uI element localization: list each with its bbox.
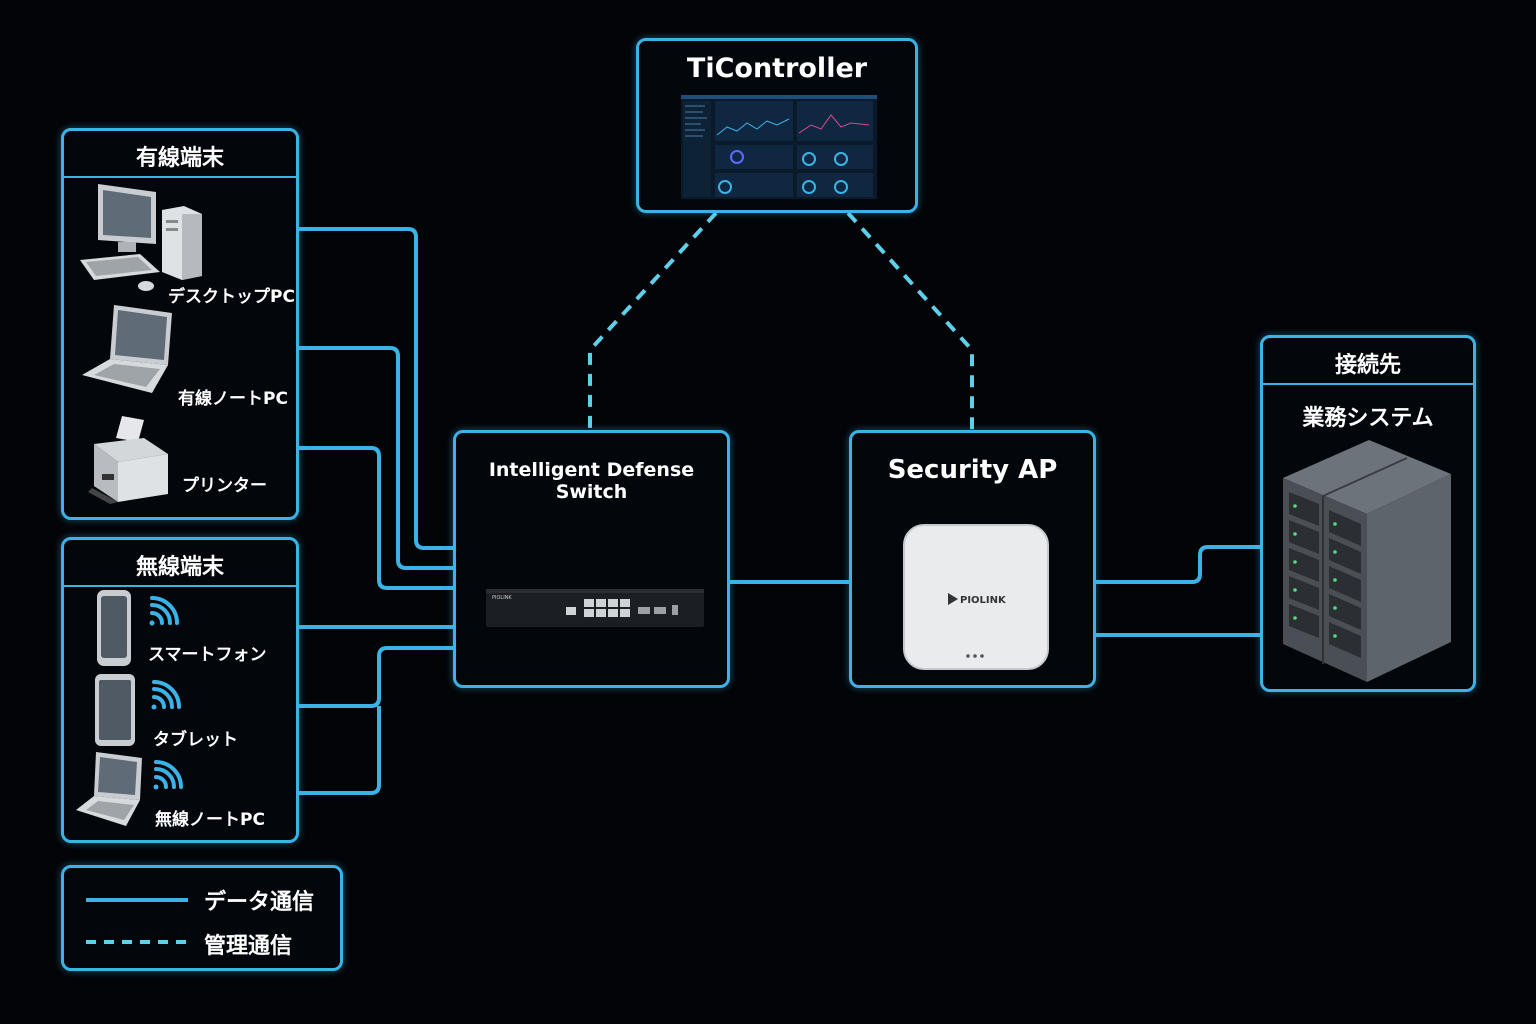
- laptop-icon: [76, 752, 142, 826]
- laptop-icon: [82, 305, 172, 393]
- wireless-header: 無線端末: [64, 540, 296, 587]
- data-line-tablet: [298, 646, 455, 708]
- label-tablet: タブレット: [153, 730, 238, 750]
- data-line-ap-server-1: [1095, 545, 1262, 584]
- dashboard-screenshot-icon: [681, 95, 877, 199]
- mgmt-line-controller-ap: [846, 211, 974, 432]
- wifi-icon: [149, 596, 179, 626]
- label-smartphone: スマートフォン: [148, 645, 267, 665]
- destination-subtitle: 業務システム: [1302, 406, 1434, 431]
- security-ap-panel: Security AP PIOLINK: [849, 430, 1096, 688]
- switch-title: Intelligent Defense Switch: [488, 459, 695, 503]
- ap-brand: PIOLINK: [960, 595, 1007, 606]
- wifi-icon: [153, 760, 183, 790]
- wired-title: 有線端末: [135, 146, 224, 171]
- security-ap-title: Security AP: [887, 455, 1058, 485]
- tablet-icon: [95, 674, 135, 746]
- wireless-title: 無線端末: [135, 555, 224, 580]
- legend-lines: [86, 898, 188, 944]
- mgmt-line-controller-switch: [588, 211, 718, 432]
- wifi-icon: [151, 680, 181, 710]
- smartphone-icon: [97, 590, 131, 666]
- destination-panel: 接続先 業務システム: [1260, 335, 1476, 692]
- printer-icon: [88, 416, 168, 504]
- ticontroller-panel: TiController: [636, 38, 918, 213]
- switch-device-icon: PIOLINK: [486, 589, 704, 627]
- legend-mgmt-label: 管理通信: [204, 934, 293, 959]
- desktop-pc-icon: [80, 184, 202, 291]
- label-wireless-laptop: 無線ノートPC: [155, 810, 265, 830]
- legend-panel: データ通信 管理通信: [61, 865, 343, 971]
- data-line-wired-laptop: [298, 346, 455, 570]
- switch-panel: Intelligent Defense Switch PIOLINK: [453, 430, 730, 688]
- destination-header: 接続先: [1263, 338, 1473, 385]
- wired-header: 有線端末: [64, 131, 296, 178]
- destination-title: 接続先: [1334, 353, 1401, 378]
- switch-brand: PIOLINK: [492, 595, 512, 601]
- label-wired-laptop: 有線ノートPC: [178, 389, 288, 409]
- data-line-wireless-laptop: [298, 706, 381, 795]
- server-rack-icon: [1283, 440, 1451, 682]
- data-line-desktop: [298, 227, 455, 550]
- data-line-printer: [298, 446, 455, 590]
- label-desktop-pc: デスクトップPC: [168, 287, 295, 307]
- access-point-device-icon: PIOLINK: [903, 524, 1049, 670]
- legend-data-label: データ通信: [204, 890, 315, 915]
- label-printer: プリンター: [182, 476, 267, 496]
- ticontroller-title: TiController: [686, 53, 868, 84]
